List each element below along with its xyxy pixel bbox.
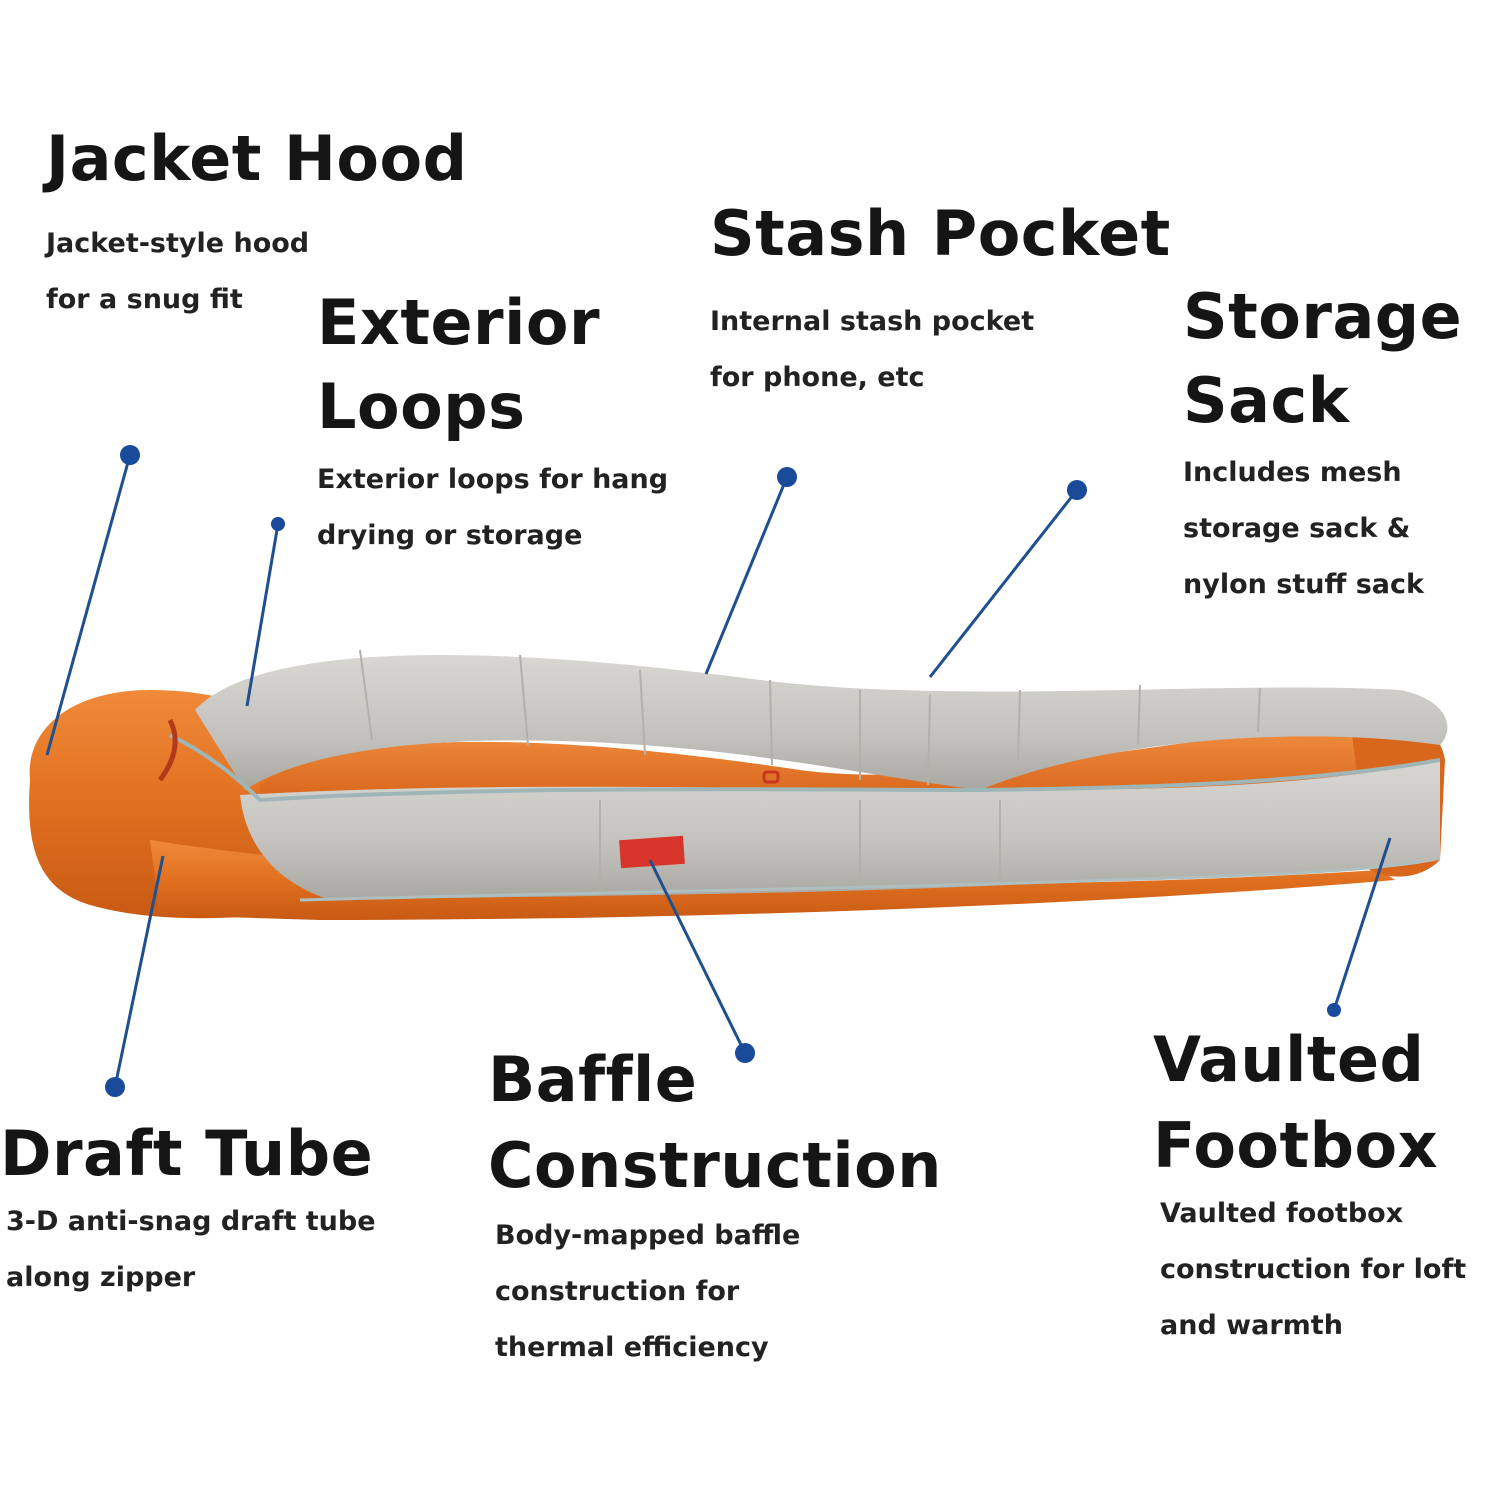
draft-tube-desc-line-2: along zipper [6,1262,196,1293]
jacket-hood-leader [45,445,140,756]
upper-shell [195,655,1448,790]
draft-tube-title: Draft Tube [0,1117,374,1190]
vaulted-footbox-desc-line-3: and warmth [1160,1310,1343,1341]
vaulted-footbox-leader [1327,837,1392,1017]
exterior-loops-desc-line-2: drying or storage [317,520,583,551]
zipper-pull [762,770,780,784]
baffle-construction-desc-line-3: thermal efficiency [495,1332,769,1363]
zipper [169,733,1441,803]
exterior-loops-desc-line-1: Exterior loops for hang [317,464,669,495]
stash-pocket-title: Stash Pocket [710,197,1171,270]
exterior-loops-title-line-2: Loops [317,370,526,443]
baffle-construction-title-line-2: Construction [488,1129,942,1202]
baffle-construction-leader [648,859,755,1063]
baffle-construction-desc-line-2: construction for [495,1276,740,1307]
stash-pocket-desc-line-1: Internal stash pocket [710,306,1035,337]
zipper-lower-edge [299,860,1421,902]
bag-underside [150,840,1395,920]
vaulted-footbox-desc-line-1: Vaulted footbox [1160,1198,1404,1229]
inner-lining [260,720,1440,800]
vaulted-footbox-title-line-1: Vaulted [1153,1023,1425,1096]
exterior-loops-leader [245,517,285,707]
storage-sack-leader [928,480,1087,678]
storage-sack-desc-line-1: Includes mesh [1183,457,1402,488]
stash-pocket-desc-line-2: for phone, etc [710,362,925,393]
vaulted-footbox-desc-line-2: construction for loft [1160,1254,1467,1285]
vaulted-footbox-title-line-2: Footbox [1153,1109,1439,1182]
baffle-construction-desc-line-1: Body-mapped baffle [495,1220,801,1251]
stash-pocket-leader [704,467,797,675]
jacket-hood-desc-line-1: Jacket-style hood [46,228,310,259]
storage-sack-desc-line-2: storage sack & [1183,513,1411,544]
storage-sack-desc-line-3: nylon stuff sack [1183,569,1424,600]
baffle-construction-title-line-1: Baffle [488,1043,698,1116]
brand-label-tag [619,835,685,869]
draft-tube-leader [105,855,165,1097]
storage-sack-title-line-1: Storage [1183,280,1463,353]
jacket-hood-desc-line-2: for a snug fit [46,284,243,315]
jacket-hood-title: Jacket Hood [46,122,468,195]
exterior-loops-title-line-1: Exterior [317,286,601,359]
hood-drawcord [157,718,178,782]
storage-sack-title-line-2: Sack [1183,364,1350,437]
draft-tube-desc-line-1: 3-D anti-snag draft tube [6,1206,376,1237]
lower-flap [240,760,1440,900]
